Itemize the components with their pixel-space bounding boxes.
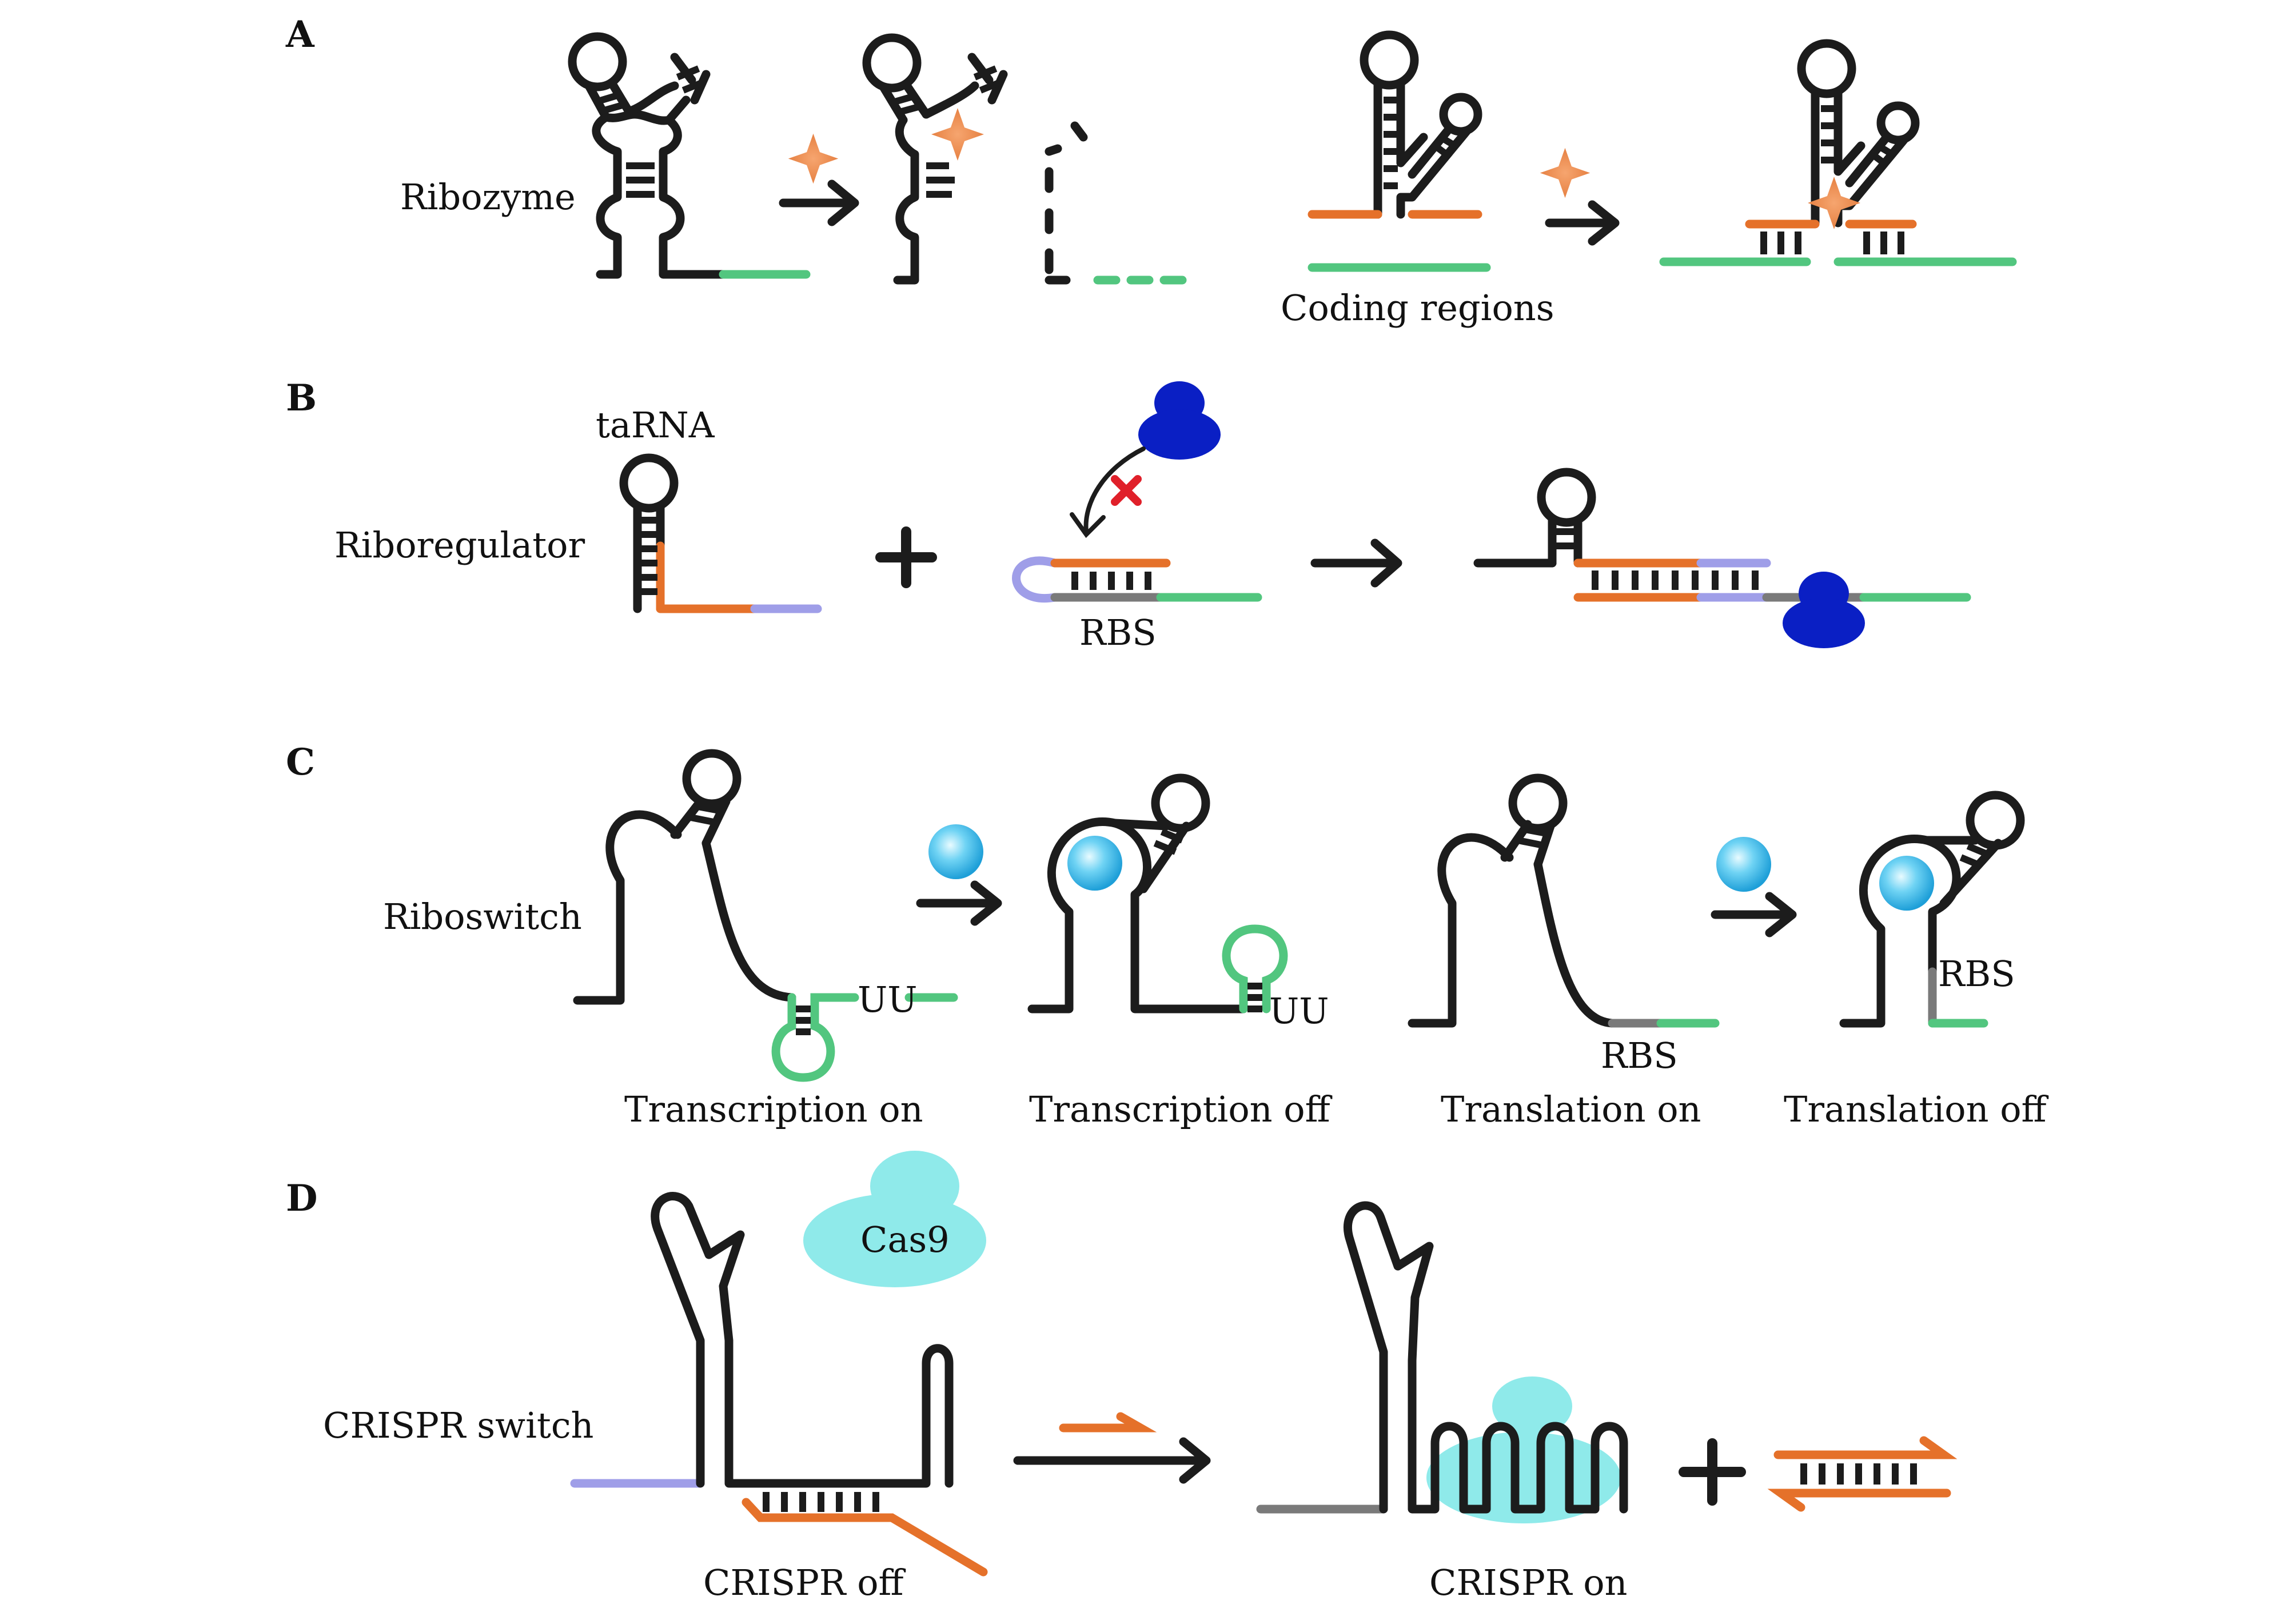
panel-b-title: Riboregulator xyxy=(334,524,585,566)
rbs-label-c1: RBS xyxy=(1601,1035,1678,1076)
cas9-protein-icon xyxy=(803,1151,986,1287)
panel-a-title: Ribozyme xyxy=(400,176,576,218)
cis-repressed-mrna xyxy=(1012,556,1262,602)
panel-d-title: CRISPR switch xyxy=(323,1404,593,1446)
cas9-lobe xyxy=(1492,1376,1572,1436)
enzyme-star-icon xyxy=(788,133,839,184)
uu-label-2: UU xyxy=(1269,990,1329,1032)
arrow-c1 xyxy=(916,880,1002,926)
x-mark-icon xyxy=(1111,475,1142,506)
cas9-label: Cas9 xyxy=(860,1219,950,1260)
enzyme-star-icon xyxy=(931,108,984,161)
crispr-on-complex xyxy=(1256,1201,1628,1523)
uu-label-1: UU xyxy=(858,979,918,1020)
crispr-off-guide xyxy=(570,1192,988,1577)
activated-mrna-complex xyxy=(1473,468,1971,602)
plus-icon xyxy=(875,526,937,588)
ribozyme-structure-cleaved xyxy=(862,33,1188,285)
crispr-on-label: CRISPR on xyxy=(1429,1562,1627,1603)
ribozyme-coding-region-bound xyxy=(1659,39,2017,266)
enzyme-star-icon xyxy=(1540,147,1591,198)
panel-b-letter: B xyxy=(286,377,317,420)
ribozyme-structure-intact xyxy=(568,32,811,279)
plus-icon xyxy=(1679,1438,1746,1506)
ligand-sphere-icon xyxy=(928,824,983,879)
state-transcription-off: Transcription off xyxy=(1029,1088,1333,1130)
rbs-label-c2: RBS xyxy=(1938,953,2015,995)
tarna-label: taRNA xyxy=(596,404,715,446)
state-translation-off: Translation off xyxy=(1784,1088,2049,1130)
ribosome-icon xyxy=(1138,381,1221,460)
riboswitch-transcription-on xyxy=(573,749,958,1082)
crispr-off-label: CRISPR off xyxy=(703,1562,906,1603)
arrow-a2 xyxy=(1545,200,1620,246)
curved-arrow-icon xyxy=(1070,446,1146,538)
state-translation-on: Translation on xyxy=(1441,1088,1701,1130)
ligand-sphere-icon xyxy=(1067,836,1122,891)
tarna-hairpin xyxy=(619,453,822,613)
ribozyme-coding-region-unbound xyxy=(1308,30,1491,272)
riboswitch-transcription-off xyxy=(1027,773,1288,1013)
arrow-b xyxy=(1310,538,1402,588)
panel-a-letter: A xyxy=(285,13,315,56)
trigger-strand-icon xyxy=(1059,1412,1157,1433)
panel-b: B Riboregulator taRNA xyxy=(286,377,1971,653)
ligand-sphere-icon xyxy=(1879,856,1934,911)
panel-d: D CRISPR switch Cas9 CRISPR off xyxy=(286,1151,1958,1603)
riboswitch-translation-on xyxy=(1408,773,1720,1028)
arrow-c2 xyxy=(1711,892,1797,937)
panel-a: A Ribozyme xyxy=(285,13,2017,329)
arrow-a1 xyxy=(779,179,859,226)
ligand-sphere-icon xyxy=(1716,837,1771,892)
coding-regions-label: Coding regions xyxy=(1281,287,1554,329)
arrow-d xyxy=(1013,1437,1211,1484)
rbs-label-b: RBS xyxy=(1079,612,1157,653)
ribosome-icon xyxy=(1783,572,1865,648)
state-transcription-on: Transcription on xyxy=(624,1088,923,1130)
panel-d-letter: D xyxy=(286,1177,318,1220)
riboswitch-translation-off xyxy=(1839,791,2025,1028)
trigger-antitrigger-duplex xyxy=(1767,1436,1958,1512)
panel-c-letter: C xyxy=(286,741,315,784)
panel-c-title: Riboswitch xyxy=(383,896,582,937)
panel-c: C Riboswitch UU Transcription on xyxy=(286,741,2049,1130)
